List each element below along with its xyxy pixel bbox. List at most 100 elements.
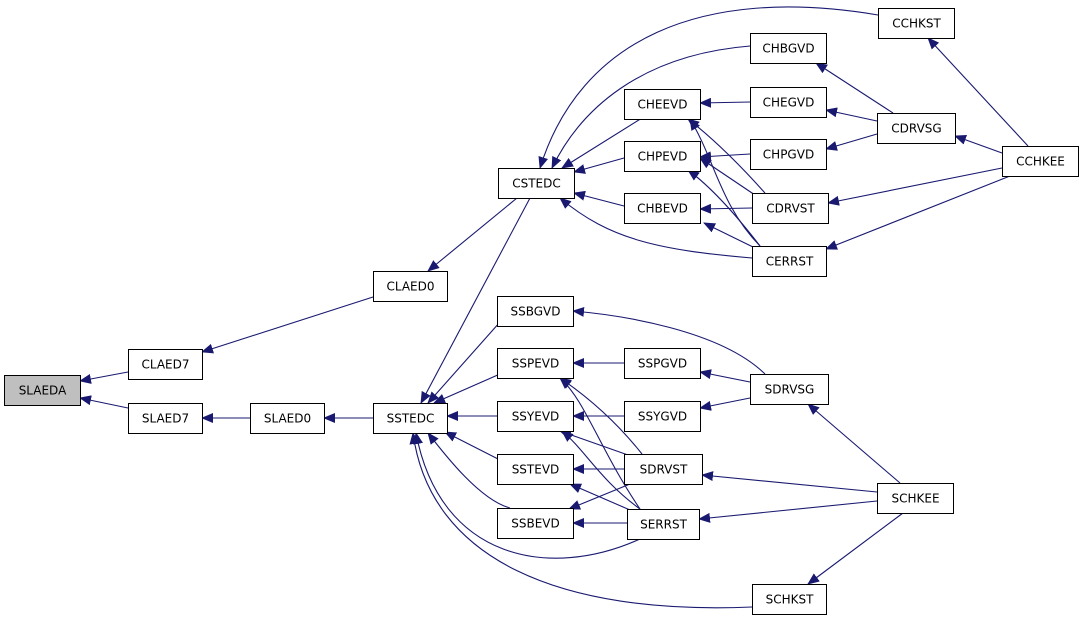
node-chegvd[interactable]: CHEGVD [750, 87, 827, 118]
node-chbevd[interactable]: CHBEVD [624, 193, 701, 224]
node-cdrvsg[interactable]: CDRVSG [877, 113, 956, 144]
node-label: SLAEDA [19, 384, 67, 398]
node-box[interactable] [373, 271, 448, 302]
edge-sdrvsg-to-sspgvd [699, 369, 751, 383]
node-box[interactable] [627, 509, 700, 540]
node-box[interactable] [4, 375, 81, 406]
node-sdrvst[interactable]: SDRVST [624, 454, 703, 485]
node-box[interactable] [1002, 146, 1079, 177]
node-box[interactable] [752, 246, 827, 277]
edge-cchkee-to-cerrst [825, 175, 1011, 250]
node-box[interactable] [878, 8, 955, 39]
edge-arrow [559, 377, 641, 510]
node-chpgvd[interactable]: CHPGVD [750, 139, 827, 170]
node-box[interactable] [624, 141, 701, 172]
node-box[interactable] [877, 483, 954, 514]
node-claed7[interactable]: CLAED7 [128, 349, 203, 380]
node-serrst[interactable]: SERRST [627, 509, 700, 540]
edge-arrow [699, 397, 751, 411]
node-box[interactable] [128, 403, 203, 434]
edge-arrow [573, 190, 625, 207]
node-box[interactable] [497, 296, 574, 327]
node-box[interactable] [624, 89, 701, 120]
edge-serrst-to-ssyevd [561, 430, 641, 510]
node-box[interactable] [624, 454, 703, 485]
node-box[interactable] [497, 454, 574, 485]
node-sstevd[interactable]: SSTEVD [497, 454, 574, 485]
edge-arrow [954, 135, 1003, 154]
node-box[interactable] [750, 139, 827, 170]
node-schkst[interactable]: SCHKST [752, 584, 827, 615]
edge-arrow [827, 167, 1003, 206]
node-sspgvd[interactable]: SSPGVD [624, 348, 701, 379]
node-box[interactable] [877, 113, 956, 144]
node-chbgvd[interactable]: CHBGVD [750, 33, 827, 64]
node-sstedc[interactable]: SSTEDC [373, 403, 448, 434]
node-cdrvst[interactable]: CDRVST [752, 193, 829, 224]
node-box[interactable] [373, 403, 448, 434]
node-label: SSPEVD [512, 357, 560, 371]
edge-arrow [807, 512, 904, 585]
node-box[interactable] [624, 401, 701, 432]
edge-arrow [927, 37, 1029, 147]
node-label: SLAED0 [264, 412, 311, 426]
node-box[interactable] [250, 403, 325, 434]
edge-arrow [807, 403, 901, 484]
node-ssygvd[interactable]: SSYGVD [624, 401, 701, 432]
node-sspevd[interactable]: SSPEVD [497, 348, 574, 379]
edge-arrow [444, 431, 501, 461]
node-box[interactable] [752, 193, 829, 224]
edge-cchkee-to-cdrvst [827, 167, 1003, 206]
node-ssbevd[interactable]: SSBEVD [497, 508, 574, 539]
edge-arrow [689, 118, 761, 247]
node-sdrvsg[interactable]: SDRVSG [750, 374, 829, 405]
node-schkee[interactable]: SCHKEE [877, 483, 954, 514]
node-cchkst[interactable]: CCHKST [878, 8, 955, 39]
edge-arrow [568, 483, 631, 510]
node-box[interactable] [497, 348, 574, 379]
node-ssbgvd[interactable]: SSBGVD [497, 296, 574, 327]
node-chpevd[interactable]: CHPEVD [624, 141, 701, 172]
node-label: CDRVSG [891, 122, 941, 136]
node-cchkee[interactable]: CCHKEE [1002, 146, 1079, 177]
node-claed0[interactable]: CLAED0 [373, 271, 448, 302]
node-label: SDRVSG [765, 383, 815, 397]
node-label: CHBGVD [762, 42, 814, 56]
node-label: CLAED7 [141, 358, 189, 372]
node-box[interactable] [750, 374, 829, 405]
node-label: CHPEVD [638, 150, 688, 164]
node-box[interactable] [128, 349, 203, 380]
edge-arrow [825, 107, 878, 122]
node-label: CDRVST [766, 202, 815, 216]
node-label: CHEGVD [763, 96, 815, 110]
edge-cchkee-to-cchkst [927, 37, 1029, 147]
edge-arrow [79, 395, 129, 409]
edge-arrow [815, 62, 894, 114]
edge-arrow [561, 430, 641, 510]
node-box[interactable] [497, 508, 574, 539]
node-label: CCHKEE [1016, 155, 1065, 169]
node-slaed7[interactable]: SLAED7 [128, 403, 203, 434]
node-box[interactable] [497, 401, 574, 432]
node-cerrst[interactable]: CERRST [752, 246, 827, 277]
node-label: SDRVST [640, 463, 688, 477]
node-box[interactable] [750, 33, 827, 64]
node-cheevd[interactable]: CHEEVD [624, 89, 701, 120]
edges-layer [79, 6, 1029, 609]
node-box[interactable] [752, 584, 827, 615]
node-ssyevd[interactable]: SSYEVD [497, 401, 574, 432]
node-slaeda[interactable]: SLAEDA [4, 375, 81, 406]
edge-cstedc-to-sstedc [420, 197, 531, 404]
node-box[interactable] [624, 193, 701, 224]
node-label: CLAED0 [386, 280, 434, 294]
edge-serrst-to-sspevd [559, 377, 641, 510]
node-box[interactable] [624, 348, 701, 379]
node-cstedc[interactable]: CSTEDC [498, 168, 575, 199]
node-label: SSYGVD [638, 410, 687, 424]
edge-ssbgvd-to-sstedc [427, 321, 501, 404]
node-box[interactable] [498, 168, 575, 199]
node-slaed0[interactable]: SLAED0 [250, 403, 325, 434]
edge-cdrvsg-to-chbgvd [815, 62, 894, 114]
edge-cheevd-to-cstedc [561, 117, 643, 169]
node-box[interactable] [750, 87, 827, 118]
